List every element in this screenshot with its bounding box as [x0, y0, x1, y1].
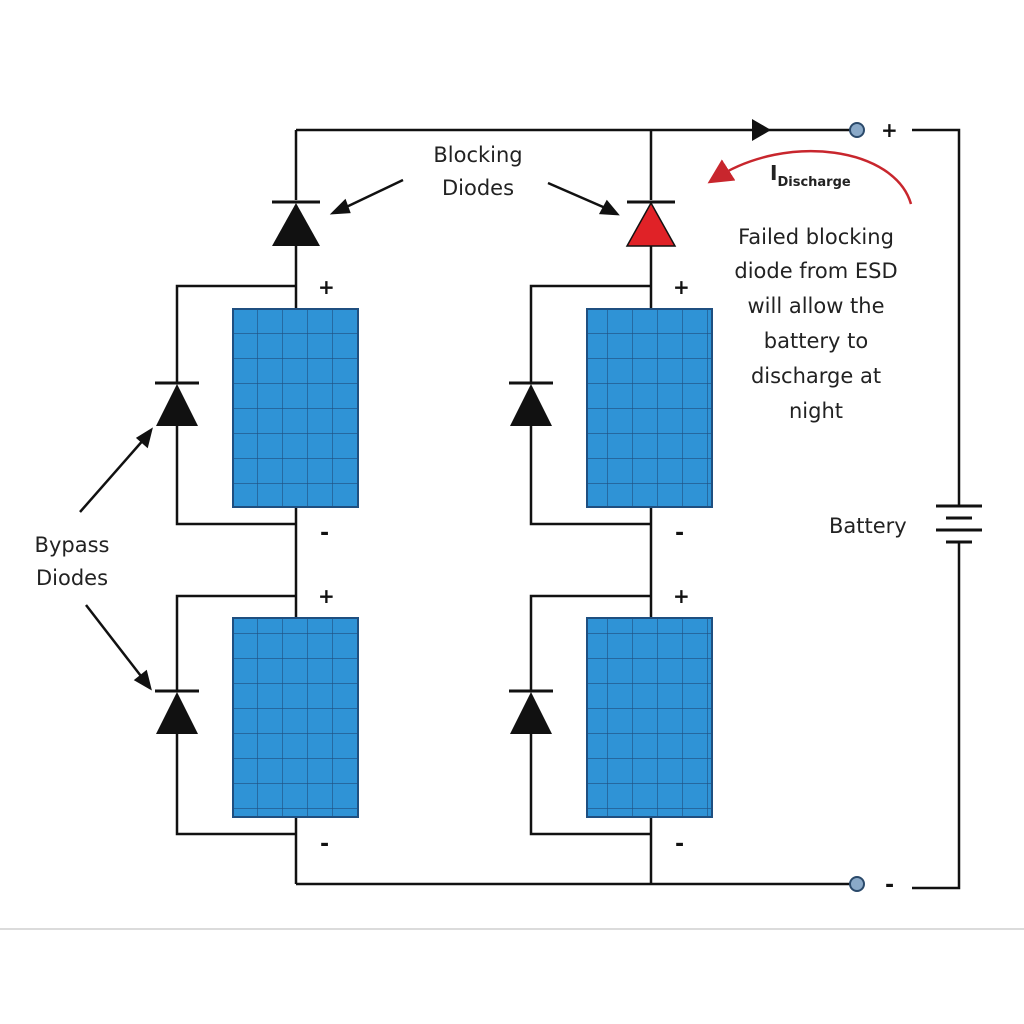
solar-panel-right-bottom: [586, 617, 713, 818]
battery-wire: [912, 128, 961, 890]
diode-icon: [272, 203, 320, 246]
diode-icon: [156, 692, 198, 734]
solar-panel-left-bottom: [232, 617, 359, 818]
terminal-icon: [849, 876, 865, 892]
diode-icon: [510, 692, 552, 734]
current-symbol: I: [770, 161, 777, 185]
current-subscript: Discharge: [777, 175, 850, 190]
bypass-diode-right-bottom: [509, 689, 553, 734]
blocking-diodes-label: Blocking: [433, 143, 522, 167]
blocking-diodes-label: Diodes: [442, 176, 514, 200]
failure-note-line: diode from ESD: [734, 259, 897, 283]
blocking-diode-left: [272, 200, 320, 246]
failure-note-line: battery to: [764, 329, 868, 353]
diode-icon: [510, 384, 552, 426]
terminal-positive-label: +: [881, 118, 898, 142]
battery-label: Battery: [829, 514, 907, 538]
panel-plus-sign: +: [673, 275, 690, 299]
diode-icon: [156, 384, 198, 426]
bypass-diodes-label: Bypass: [35, 533, 110, 557]
failed-diode-icon: [625, 201, 677, 247]
panel-minus-sign: -: [320, 832, 329, 857]
panel-plus-sign: +: [318, 584, 335, 608]
solar-panel-right-top: [586, 308, 713, 508]
bypass-diodes-label: Diodes: [36, 566, 108, 590]
terminal-icon: [849, 122, 865, 138]
failure-note-line: Failed blocking: [738, 225, 894, 249]
battery-icon: [936, 504, 982, 544]
failure-note-line: night: [789, 399, 843, 423]
terminal-negative-label: -: [885, 873, 894, 898]
right-bottom-bypass-wire: [529, 594, 651, 836]
left-top-bypass-wire: [175, 284, 296, 526]
panel-plus-sign: +: [673, 584, 690, 608]
failure-note-line: discharge at: [751, 364, 881, 388]
bypass-diode-left-top: [155, 381, 199, 426]
right-top-bypass-wire: [529, 284, 651, 526]
current-flow-arrow: [752, 119, 771, 141]
panel-plus-sign: +: [318, 275, 335, 299]
failure-note-line: will allow the: [747, 294, 884, 318]
panel-minus-sign: -: [675, 521, 684, 546]
discharge-current-label: IDischarge: [770, 161, 851, 190]
discharge-current-arrow: [707, 149, 913, 205]
blocking-diodes-pointers: [329, 178, 620, 216]
wiring: [175, 128, 961, 890]
bypass-diode-right-top: [509, 381, 553, 426]
panel-minus-sign: -: [675, 832, 684, 857]
failure-note: Failed blocking diode from ESD will allo…: [734, 225, 897, 423]
left-bottom-bypass-wire: [175, 594, 296, 836]
bypass-diode-left-bottom: [155, 689, 199, 734]
solar-panel-left-top: [232, 308, 359, 508]
bypass-diodes-pointers: [79, 427, 153, 691]
blocking-diode-right-failed: [625, 200, 677, 247]
panel-minus-sign: -: [320, 521, 329, 546]
